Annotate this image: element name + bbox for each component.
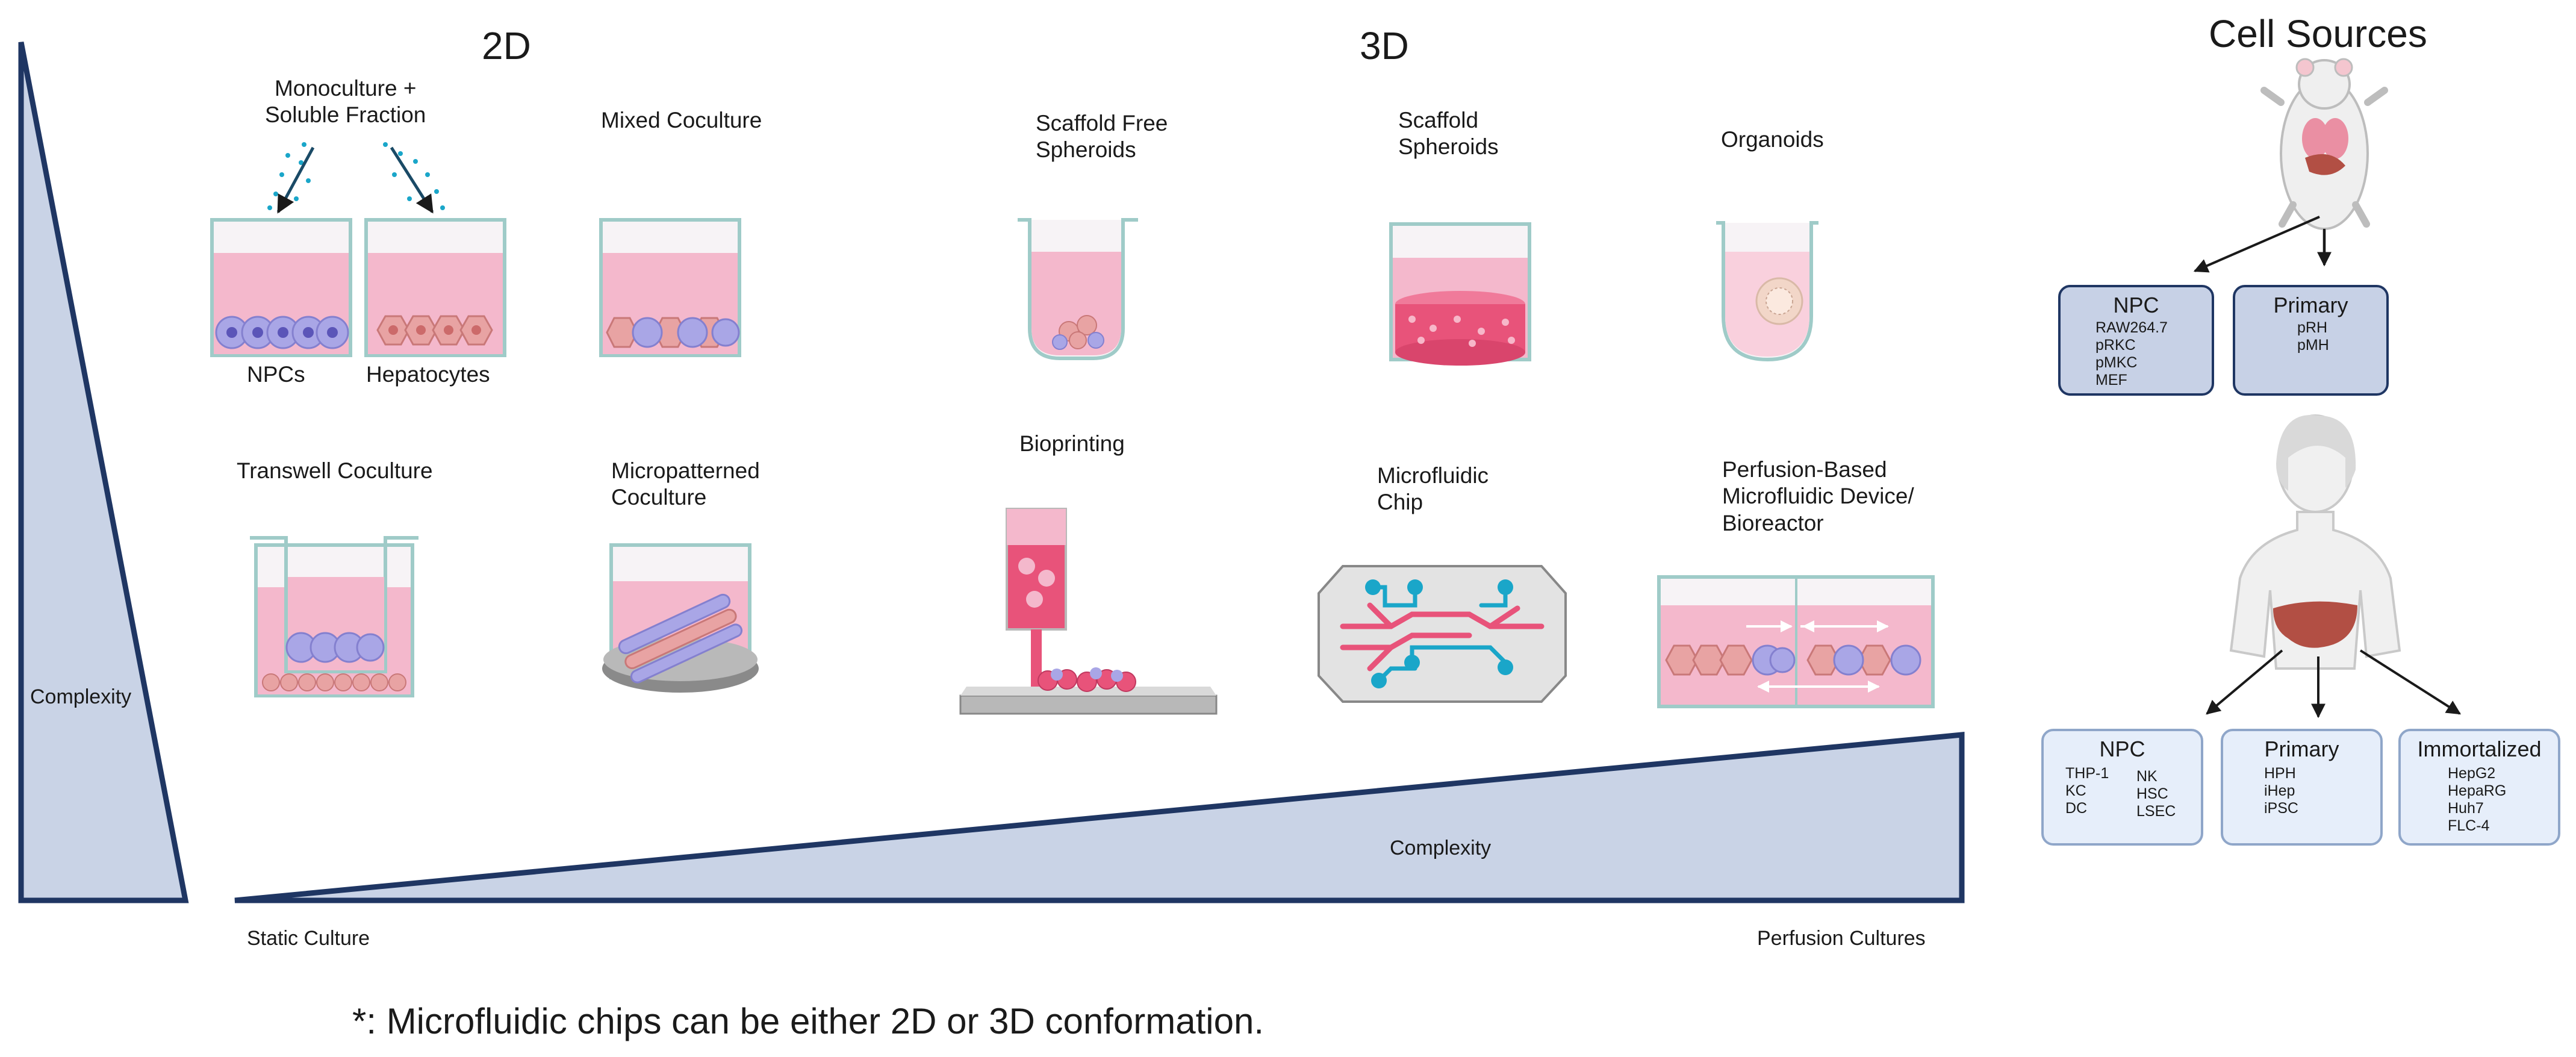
scaffold-free-spheroid-well-icon — [1018, 218, 1138, 360]
label-transwell: Transwell Coculture — [237, 458, 433, 483]
heading-cell-sources: Cell Sources — [2209, 12, 2427, 55]
micropatterned-well-icon — [602, 543, 759, 693]
horizontal-complexity-label: Complexity — [1390, 837, 1492, 859]
mouse-primary-title: Primary — [2273, 293, 2348, 317]
mouse-npc-box — [2058, 285, 2214, 396]
human-immortalized-item: FLC-4 — [2448, 817, 2490, 834]
mouse-npc-item: RAW264.7 — [2095, 319, 2168, 336]
label-organoids: Organoids — [1721, 127, 1824, 152]
human-primary-item: HPH — [2264, 765, 2296, 782]
human-primary-item: iPSC — [2264, 800, 2298, 817]
organoid-well-icon — [1716, 221, 1818, 362]
microfluidic-chip-icon — [1318, 565, 1567, 703]
human-immortalized-item: HepaRG — [2448, 782, 2507, 799]
transwell-well-icon — [250, 536, 418, 697]
human-immortalized-box — [2398, 729, 2560, 846]
human-immortalized-title: Immortalized — [2417, 737, 2542, 761]
heading-3d: 3D — [1360, 24, 1409, 67]
mouse-npc-item: MEF — [2095, 372, 2127, 388]
human-npc-item: NK — [2136, 768, 2158, 785]
label-microfluidic: Microfluidic Chip — [1377, 463, 1489, 515]
mouse-primary-box — [2233, 285, 2389, 396]
monoculture-hepatocyte-well-icon — [364, 218, 506, 357]
mixed-coculture-well-icon — [599, 218, 741, 357]
mouse-icon — [2260, 58, 2388, 253]
mouse-primary-item: pMH — [2297, 337, 2329, 354]
human-primary-title: Primary — [2264, 737, 2339, 761]
label-npcs: NPCs — [247, 362, 305, 387]
soluble-fraction-arrow-icon — [267, 142, 445, 214]
mouse-primary-item: pRH — [2297, 319, 2328, 336]
human-primary-box — [2221, 729, 2383, 846]
footnote: *: Microfluidic chips can be either 2D o… — [352, 1001, 1265, 1041]
human-immortalized-item: HepG2 — [2448, 765, 2496, 782]
label-scaffold-free: Scaffold Free Spheroids — [1036, 111, 1168, 163]
label-perfusion: Perfusion-Based Microfluidic Device/ Bio… — [1722, 457, 1914, 535]
vertical-complexity-triangle — [18, 42, 189, 903]
human-npc-box — [2041, 729, 2203, 846]
human-npc-item: LSEC — [2136, 803, 2176, 820]
bioprinter-nozzle-icon — [959, 508, 1218, 715]
label-hepatocytes: Hepatocytes — [366, 362, 490, 387]
scaffold-spheroid-well-icon — [1389, 222, 1531, 366]
label-micropatterned: Micropatterned Coculture — [611, 458, 760, 510]
monoculture-npc-well-icon — [210, 218, 352, 357]
human-npc-item: KC — [2065, 782, 2086, 799]
label-monoculture: Monoculture + Soluble Fraction — [265, 76, 426, 128]
human-npc-item: THP-1 — [2065, 765, 2109, 782]
vertical-complexity-label: Complexity — [30, 685, 132, 708]
heading-2d: 2D — [482, 24, 531, 67]
human-immortalized-item: Huh7 — [2448, 800, 2484, 817]
human-npc-item: DC — [2065, 800, 2088, 817]
label-scaffold: Scaffold Spheroids — [1398, 108, 1499, 160]
human-npc-title: NPC — [2099, 737, 2145, 761]
mouse-npc-title: NPC — [2113, 293, 2159, 317]
human-icon — [2229, 414, 2401, 670]
human-npc-item: HSC — [2136, 785, 2168, 802]
human-primary-item: iHep — [2264, 782, 2295, 799]
static-culture-label: Static Culture — [247, 927, 370, 950]
mouse-npc-item: pRKC — [2095, 337, 2136, 354]
perfusion-bioreactor-icon — [1657, 575, 1935, 708]
mouse-npc-item: pMKC — [2095, 354, 2138, 371]
perfusion-cultures-label: Perfusion Cultures — [1757, 927, 1926, 950]
horizontal-complexity-triangle — [234, 732, 1965, 903]
label-mixed-coculture: Mixed Coculture — [601, 108, 762, 133]
label-bioprinting: Bioprinting — [1019, 431, 1125, 456]
